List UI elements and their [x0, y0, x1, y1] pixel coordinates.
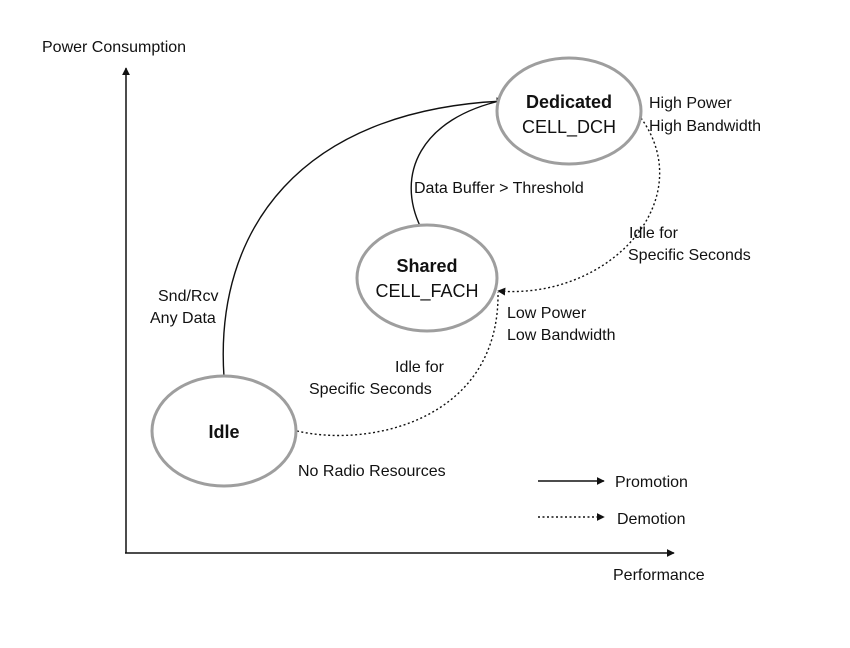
state-idle: Idle No Radio Resources: [150, 374, 446, 488]
shared-to-idle-label-line2: Specific Seconds: [309, 381, 432, 398]
shared-subtitle: CELL_FACH: [375, 281, 478, 302]
shared-title: Shared: [396, 256, 457, 276]
x-axis-label: Performance: [613, 567, 705, 584]
dedicated-note-line2: High Bandwidth: [649, 118, 761, 135]
dedicated-node: [495, 56, 643, 166]
axes: Power Consumption Performance: [42, 39, 705, 584]
shared-node: [355, 223, 499, 333]
demotion-arrow-dedicated-to-shared: [497, 117, 661, 296]
idle-node: [150, 374, 298, 488]
state-shared: Shared CELL_FACH Low Power Low Bandwidth: [355, 223, 616, 344]
idle-title: Idle: [208, 422, 239, 442]
promotion-arrow-shared-to-dedicated: [410, 97, 505, 229]
legend: Promotion Demotion: [538, 474, 688, 528]
idle-note: No Radio Resources: [298, 463, 446, 480]
state-dedicated: Dedicated CELL_DCH High Power High Bandw…: [495, 56, 761, 166]
shared-to-idle-label-line1: Idle for: [395, 359, 445, 376]
promotion-arrow-idle-to-dedicated: [222, 97, 505, 378]
dedicated-to-shared-label-line1: Idle for: [629, 225, 679, 242]
demotion-arrow-shared-to-idle: [296, 291, 499, 437]
dedicated-note-line1: High Power: [649, 95, 732, 112]
y-axis-label: Power Consumption: [42, 39, 186, 56]
legend-promotion-label: Promotion: [615, 474, 688, 491]
legend-demotion-label: Demotion: [617, 511, 685, 528]
dedicated-subtitle: CELL_DCH: [522, 117, 616, 138]
transitions: Snd/Rcv Any Data Data Buffer > Threshold…: [150, 97, 751, 437]
idle-to-dedicated-label-line1: Snd/Rcv: [158, 288, 218, 305]
idle-to-dedicated-label-line2: Any Data: [150, 310, 216, 327]
dedicated-title: Dedicated: [526, 92, 612, 112]
shared-to-dedicated-label: Data Buffer > Threshold: [414, 180, 584, 197]
shared-note-line1: Low Power: [507, 305, 587, 322]
shared-note-line2: Low Bandwidth: [507, 327, 616, 344]
dedicated-to-shared-label-line2: Specific Seconds: [628, 247, 751, 264]
